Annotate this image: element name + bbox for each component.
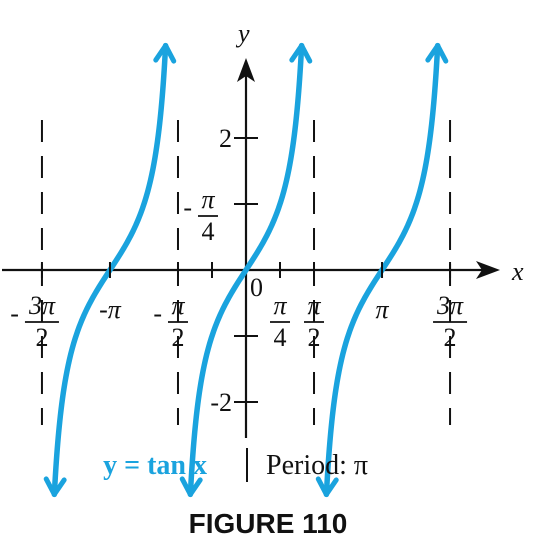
x-tick-label: -π 2	[153, 291, 188, 352]
y-axis-arrow-icon	[237, 58, 255, 82]
x-axis-label: x	[511, 257, 524, 286]
y-tick-label: -2	[210, 388, 232, 417]
x-tick-label: π	[376, 295, 390, 324]
tick-label-denominator: 2	[35, 323, 48, 352]
tick-label-sign: -	[153, 299, 162, 328]
x-tick-label: π2	[304, 291, 325, 352]
origin-label: 0	[250, 273, 263, 302]
tick-label-denominator: 4	[201, 217, 214, 246]
x-tick-label: -π	[99, 295, 122, 324]
tick-label-numerator: π	[307, 291, 321, 320]
tick-label-denominator: 2	[444, 323, 457, 352]
tick-label-denominator: 2	[171, 323, 184, 352]
x-axis-arrow-icon	[476, 261, 500, 279]
tick-label-numerator: π	[171, 291, 185, 320]
y-axis-label: y	[235, 19, 250, 48]
figure-title: FIGURE 110	[189, 508, 348, 539]
equation-caption: y = tan x	[103, 450, 207, 481]
tangent-branch	[187, 42, 305, 498]
curve-arrow-down-icon	[315, 476, 339, 497]
period-caption: Period: π	[266, 450, 368, 481]
tick-label-sign: -	[183, 193, 192, 222]
tick-label-denominator: 4	[274, 323, 287, 352]
x-tick-label: π4	[270, 291, 291, 352]
axes	[2, 58, 500, 438]
curve-arrow-up-icon	[425, 43, 449, 64]
tick-label-numerator: 3π	[28, 291, 56, 320]
tick-label-sign: -	[10, 299, 19, 328]
curve-arrow-up-icon	[289, 43, 313, 64]
tick-label-numerator: 3π	[436, 291, 464, 320]
curve-arrow-down-icon	[43, 476, 67, 497]
curve-arrow-down-icon	[179, 476, 203, 497]
tick-label-numerator: π	[201, 185, 215, 214]
x-tick-label: -3π 2	[10, 291, 59, 352]
y-tick-label: 2	[219, 124, 232, 153]
curve-arrow-up-icon	[153, 43, 177, 64]
tick-label-denominator: 2	[308, 323, 321, 352]
tick-label-numerator: π	[273, 291, 287, 320]
x-tick-label: 3π2	[433, 291, 468, 352]
x-tick-label: -π 4	[183, 185, 218, 246]
caption: y = tan x Period: π	[103, 448, 368, 482]
